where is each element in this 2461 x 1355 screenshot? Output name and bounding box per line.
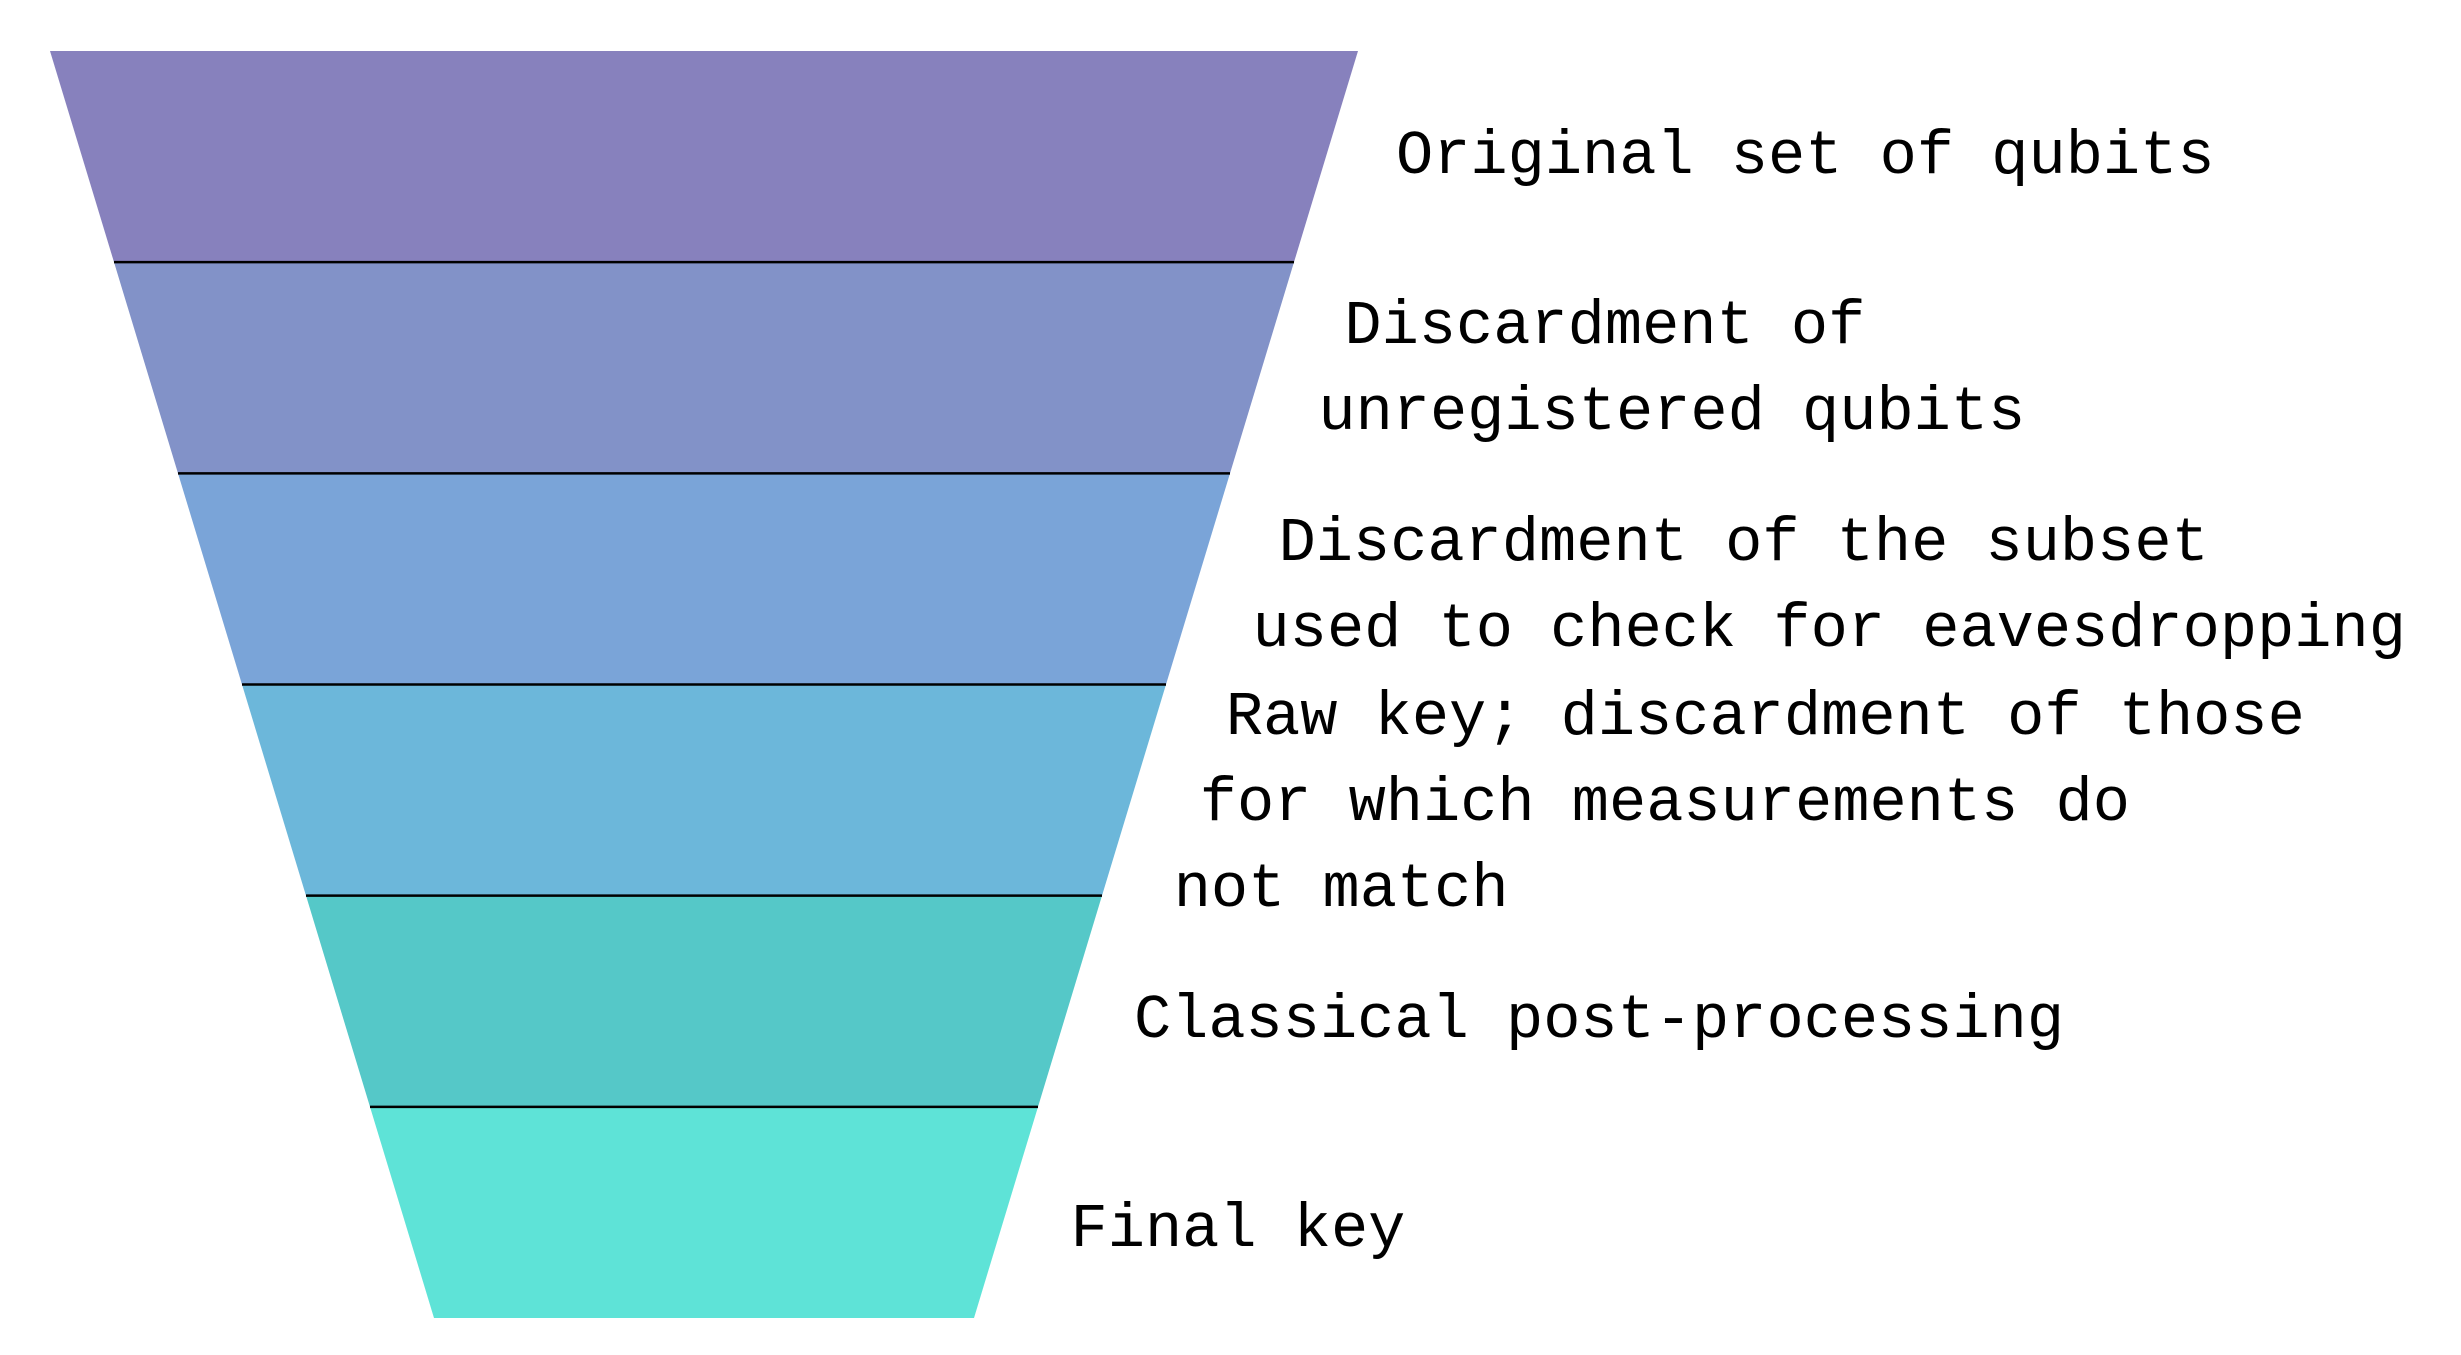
stage-label-6-line-1: Final key bbox=[1070, 1194, 1406, 1266]
stage-label-4-line-2: for which measurements do bbox=[1199, 768, 2130, 840]
stage-label-1-line-1: Original set of qubits bbox=[1396, 120, 2215, 192]
funnel-separator-lines bbox=[114, 260, 1294, 1109]
funnel-segment-6 bbox=[370, 1106, 1038, 1318]
funnel-segment-4 bbox=[242, 684, 1166, 896]
stage-label-4-line-1: Raw key; discardment of those bbox=[1225, 682, 2305, 754]
stage-label-5-line-1: Classical post-processing bbox=[1133, 985, 2065, 1057]
stage-label-2-line-1: Discardment of bbox=[1344, 290, 1866, 362]
funnel-segment-3 bbox=[178, 473, 1230, 685]
stage-label-2-line-2: unregistered qubits bbox=[1318, 376, 2026, 448]
stage-label-3-line-1: Discardment of the subset bbox=[1278, 507, 2209, 579]
funnel-segment-2 bbox=[114, 262, 1294, 474]
funnel-segment-1 bbox=[50, 51, 1358, 263]
stage-label-4-line-3: not match bbox=[1173, 854, 1509, 926]
funnel-segments bbox=[50, 51, 1358, 1318]
stage-label-3-line-2: used to check for eavesdropping bbox=[1252, 593, 2406, 665]
funnel-segment-5 bbox=[306, 895, 1102, 1107]
